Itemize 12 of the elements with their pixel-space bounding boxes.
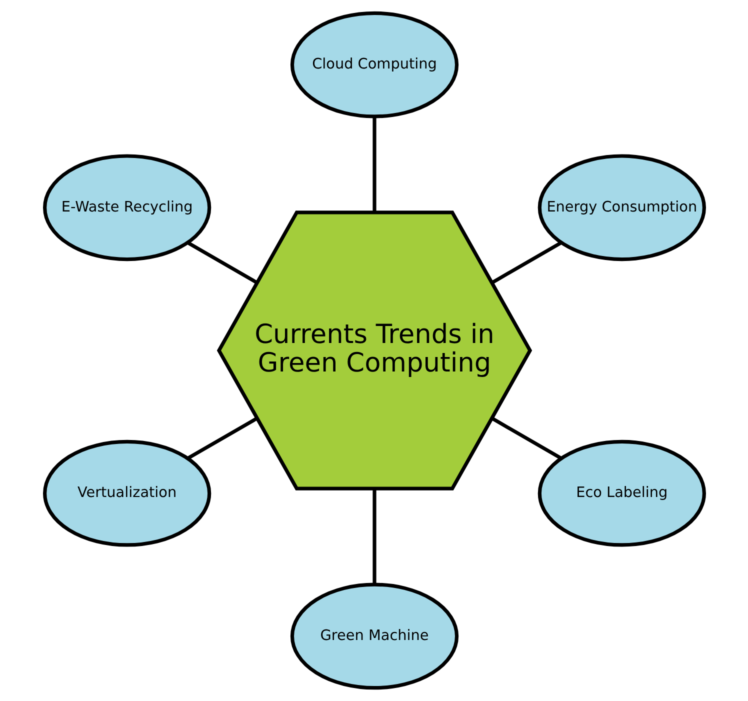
- node-ellipse: E-Waste Recycling: [42, 154, 211, 262]
- node-ellipse: Cloud Computing: [290, 11, 458, 118]
- connector: [186, 241, 258, 284]
- connector: [490, 241, 562, 284]
- node-ellipse: Energy Consumption: [537, 154, 706, 262]
- connector: [372, 116, 376, 212]
- connector: [372, 488, 376, 585]
- connector: [490, 416, 562, 460]
- connector: [186, 416, 258, 460]
- node-ellipse: Vertualization: [42, 440, 211, 547]
- node-ellipse: Green Machine: [290, 582, 458, 690]
- node-ellipse: Eco Labeling: [537, 440, 706, 547]
